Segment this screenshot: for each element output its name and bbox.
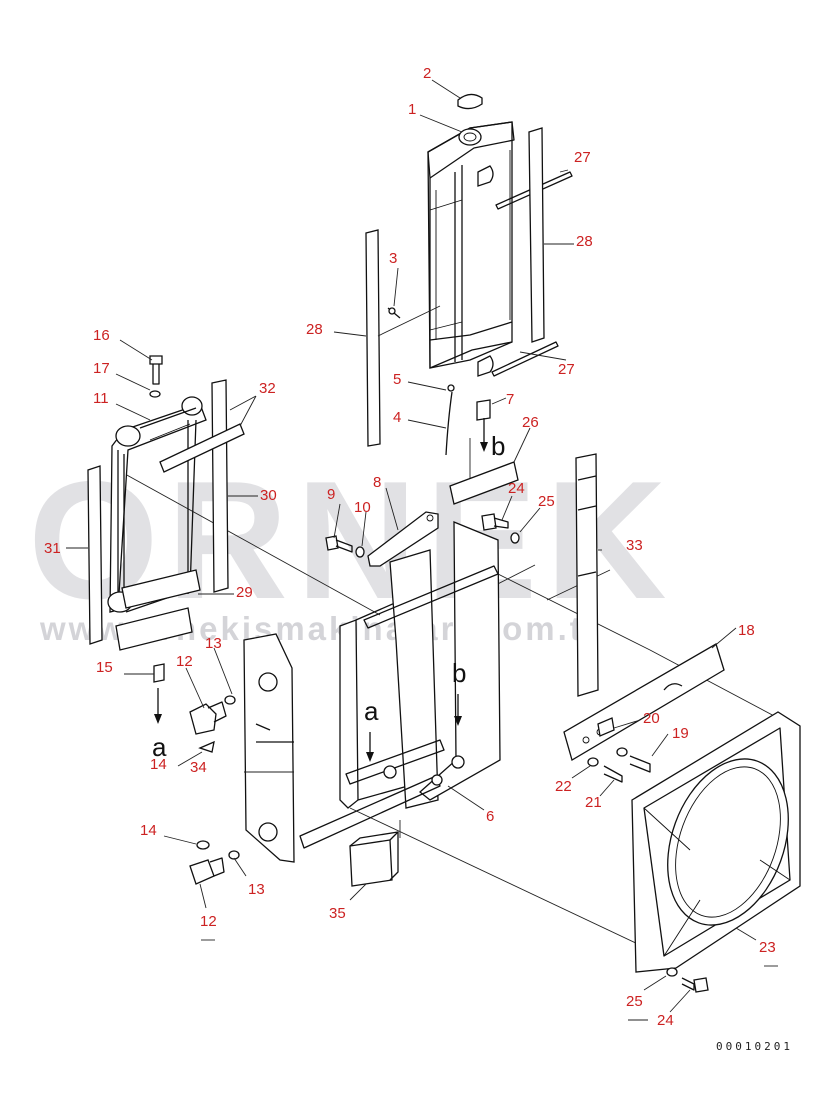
callout-27-upper: 27 [574,149,591,166]
drain-parts [387,307,491,456]
callout-9: 9 [327,486,335,503]
bolt-24-lower [666,967,709,993]
upper-right-bars [449,453,599,697]
callout-35: 35 [329,905,346,922]
callout-34: 34 [190,759,207,776]
bolt-16 [149,355,163,398]
callout-25-lower: 25 [626,993,643,1010]
callout-23: 23 [759,939,776,956]
flow-arrows [154,418,488,762]
support-bars [87,379,245,651]
flow-letter-b-lower: b [452,658,466,688]
callout-7: 7 [506,391,514,408]
callout-1: 1 [408,101,416,118]
flow-letter-a-upper: a [152,732,167,762]
flow-letters: b a a b [152,431,505,762]
callout-28-right: 28 [576,233,593,250]
callout-12-upper: 12 [176,653,193,670]
callout-24-upper: 24 [508,480,525,497]
radiator-core [427,121,515,377]
callout-13-upper: 13 [205,635,222,652]
callout-33: 33 [626,537,643,554]
callout-2: 2 [423,65,431,82]
callout-16: 16 [93,327,110,344]
callout-31: 31 [44,540,61,557]
callout-26: 26 [522,414,539,431]
callout-22: 22 [555,778,572,795]
callout-18: 18 [738,622,755,639]
drawing-code: 00010201 [716,1040,793,1053]
callout-21: 21 [585,794,602,811]
callout-27-lower: 27 [558,361,575,378]
pipe-fittings [153,663,240,885]
callout-6: 6 [486,808,494,825]
seal-strips-27 [491,171,573,377]
callout-14-lower: 14 [140,822,157,839]
callout-12-lower: 12 [200,913,217,930]
callout-25-upper: 25 [538,493,555,510]
bracket-8 [325,511,439,567]
callout-29: 29 [236,584,253,601]
radiator-cap [457,93,483,110]
rubber-strips-28 [365,127,545,447]
callout-3: 3 [389,250,397,267]
frame-6 [299,521,501,849]
plate-18 [563,643,725,783]
callout-15: 15 [96,659,113,676]
bolt-24-upper [481,513,520,544]
callout-28-left: 28 [306,321,323,338]
callout-11: 11 [93,390,109,407]
sealing-block-35 [349,831,399,887]
flow-letter-b-upper: b [491,431,505,461]
callout-32: 32 [259,380,276,397]
callout-19: 19 [672,725,689,742]
callout-24-lower: 24 [657,1012,674,1029]
callout-5: 5 [393,371,401,388]
fan-shroud-23 [631,711,801,973]
side-panel [243,633,295,863]
callout-17: 17 [93,360,110,377]
callout-20: 20 [643,710,660,727]
callout-4: 4 [393,409,401,426]
leader-lines [66,79,778,1021]
callout-14-upper: 14 [150,756,167,773]
callout-labels: 2 1 27 28 3 28 27 5 7 4 26 8 24 9 25 10 … [44,65,776,1029]
callout-30: 30 [260,487,277,504]
assembly-lines [124,438,779,946]
flow-letter-a-lower: a [364,696,379,726]
callout-13-lower: 13 [248,881,265,898]
callout-10: 10 [354,499,371,516]
callout-8: 8 [373,474,381,491]
